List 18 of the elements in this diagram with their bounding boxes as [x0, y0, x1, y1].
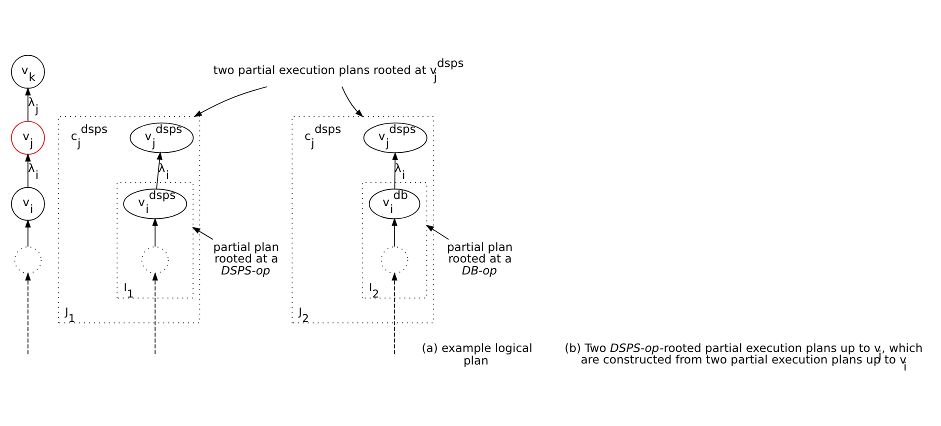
node-circle [14, 246, 42, 274]
arrow [392, 218, 398, 247]
arrow [25, 87, 31, 122]
arrow [152, 272, 158, 355]
arrow [342, 86, 364, 118]
label: (a) example logical plan [422, 340, 532, 368]
node-circle [141, 246, 169, 274]
arrow [426, 224, 450, 240]
node-text: partial plan rooted at a DSPS-op [213, 240, 280, 278]
node-circle [380, 246, 408, 274]
arrow [25, 272, 31, 355]
arrow [25, 153, 31, 188]
arrow [152, 218, 158, 247]
node-text: partial plan rooted at a DB-op [446, 240, 513, 278]
arrow [25, 219, 31, 247]
arrow [194, 86, 268, 117]
arrow [192, 226, 214, 240]
arrow [392, 272, 398, 355]
